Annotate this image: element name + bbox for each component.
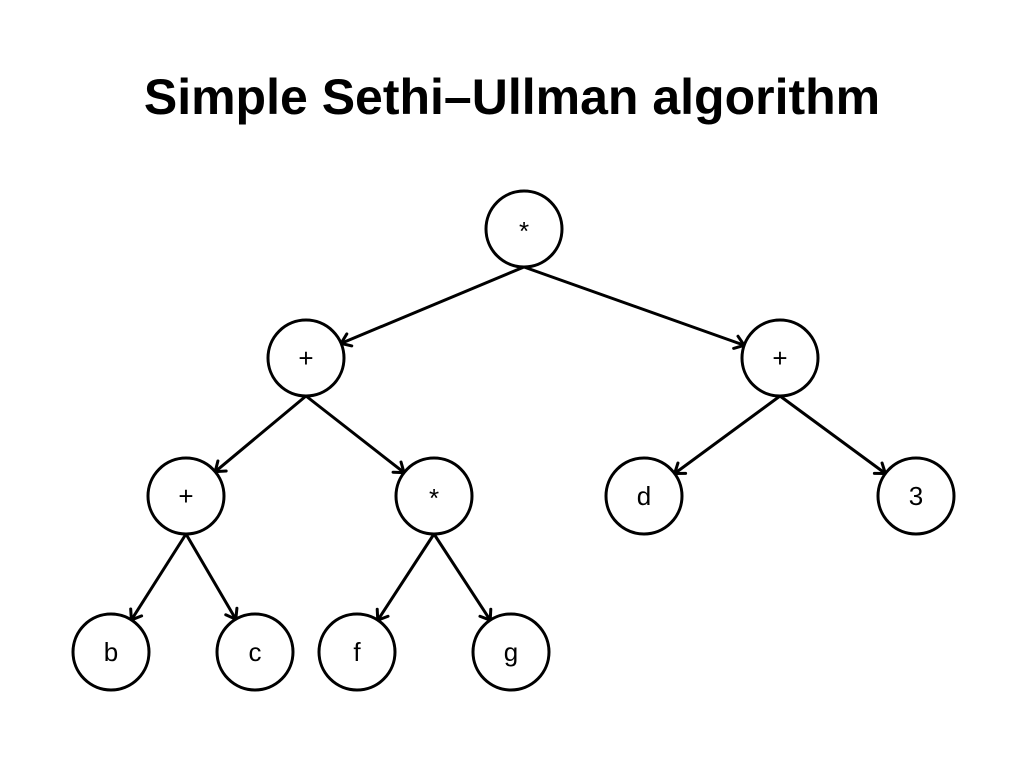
node-label: *	[429, 483, 439, 513]
node-label: g	[504, 637, 518, 667]
node-circle	[146, 456, 226, 536]
node-circle	[394, 456, 474, 536]
node-label: b	[104, 637, 118, 667]
node-label: *	[519, 216, 529, 246]
tree-edge-r1-to-r2b	[779, 394, 887, 475]
node-label: f	[353, 637, 361, 667]
tree-edge-r1-to-r2a	[673, 394, 781, 475]
tree-edge-root-to-l1	[340, 265, 525, 345]
node-circle	[471, 612, 551, 692]
node-label: c	[249, 637, 262, 667]
tree-node-root: *	[484, 189, 564, 269]
node-label: +	[772, 343, 787, 373]
node-label: +	[178, 481, 193, 511]
tree-node-r2b: 3	[876, 456, 956, 536]
node-circle	[740, 318, 820, 398]
node-circle	[71, 612, 151, 692]
tree-node-l2a: +	[146, 456, 226, 536]
tree-node-leaf-g: g	[471, 612, 551, 692]
node-circle	[484, 189, 564, 269]
node-circle	[266, 318, 346, 398]
node-circle	[876, 456, 956, 536]
tree-node-leaf-c: c	[215, 612, 295, 692]
tree-edge-l2a-to-leaf-b	[130, 533, 188, 621]
node-label: 3	[909, 481, 923, 511]
tree-edge-l2b-to-leaf-g	[432, 533, 492, 621]
node-label: d	[637, 481, 651, 511]
tree-node-r1: +	[740, 318, 820, 398]
tree-edge-root-to-r1	[523, 265, 745, 347]
slide-title: Simple Sethi–Ullman algorithm	[143, 69, 881, 125]
tree-edge-l2b-to-leaf-f	[376, 533, 436, 621]
tree-node-leaf-b: b	[71, 612, 151, 692]
tree-nodes: * + + + * d 3 b c f g	[71, 189, 956, 692]
tree-node-l1: +	[266, 318, 346, 398]
tree-node-leaf-f: f	[317, 612, 397, 692]
tree-edge-l1-to-l2b	[305, 394, 405, 474]
tree-edge-l1-to-l2a	[214, 394, 307, 473]
node-circle	[317, 612, 397, 692]
tree-edge-l2a-to-leaf-c	[184, 533, 238, 620]
tree-node-r2a: d	[604, 456, 684, 536]
tree-node-l2b: *	[394, 456, 474, 536]
node-circle	[215, 612, 295, 692]
node-circle	[604, 456, 684, 536]
node-label: +	[298, 343, 313, 373]
